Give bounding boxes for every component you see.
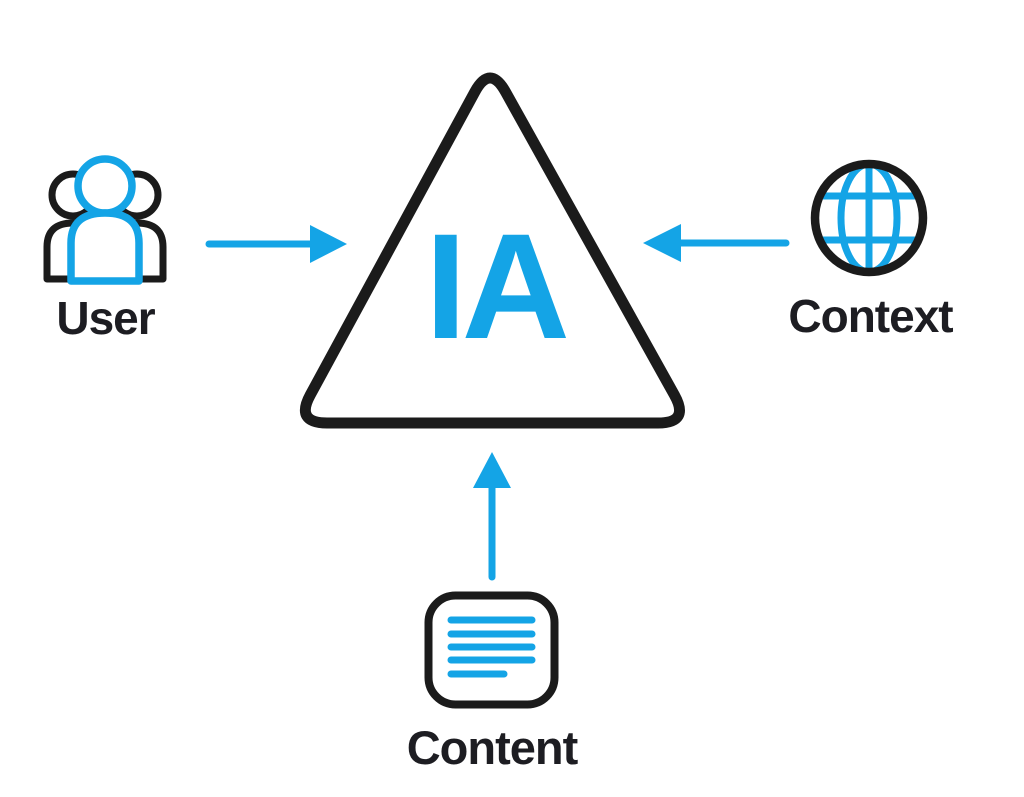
arrow-content-to-ia (473, 452, 511, 581)
user-node-label: User (56, 292, 155, 344)
document-lines-icon (424, 591, 559, 709)
ia-triangle (299, 72, 685, 429)
users-icon (43, 155, 167, 285)
arrow-context-to-ia (643, 224, 790, 262)
arrow-user-to-ia (205, 225, 347, 263)
context-node-label: Context (788, 290, 953, 342)
content-node-label: Content (406, 721, 579, 774)
ia-center-label: IA (425, 202, 570, 370)
globe-icon (810, 159, 928, 277)
